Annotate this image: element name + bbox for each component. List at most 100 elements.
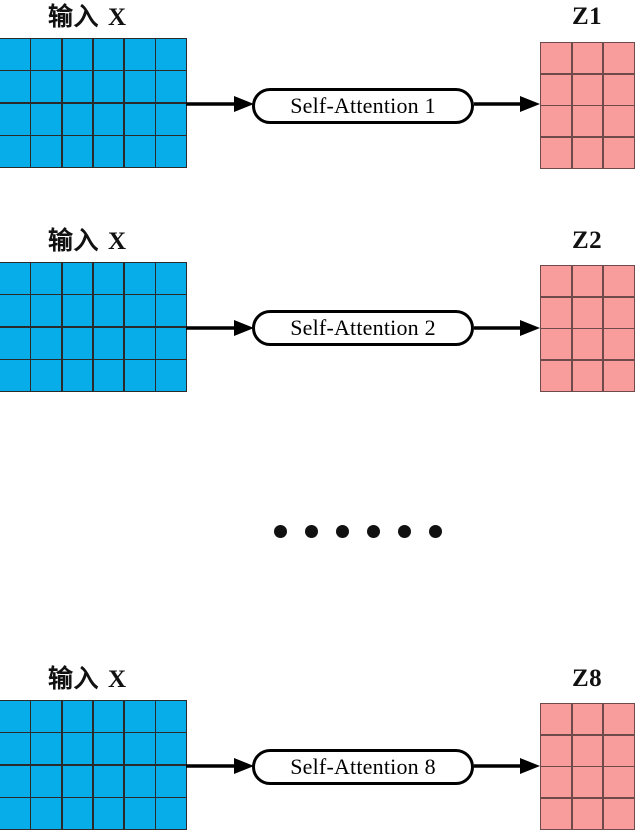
grid-cell — [93, 701, 124, 732]
grid-cell — [125, 327, 155, 359]
grid-cell — [156, 103, 186, 135]
grid-cell — [125, 136, 155, 167]
grid-cell — [31, 733, 61, 765]
grid-cell — [572, 767, 603, 798]
grid-cell — [541, 360, 571, 391]
grid-cell — [31, 360, 61, 391]
self-attention-box-row-2[interactable]: Self-Attention 2 — [252, 310, 474, 346]
input-label-row-1: 输入 X — [48, 4, 127, 30]
grid-cell — [541, 735, 571, 766]
grid-cell — [572, 266, 603, 297]
grid-cell — [31, 263, 61, 294]
arrow-input-to-box-row-1 — [186, 93, 256, 115]
ellipsis-dots — [274, 525, 442, 538]
input-label-cn-row-2: 输入 — [48, 226, 100, 255]
grid-cell — [541, 74, 571, 105]
self-attention-box-row-1[interactable]: Self-Attention 1 — [252, 88, 474, 124]
grid-cell — [62, 39, 93, 70]
grid-cell — [604, 297, 634, 328]
grid-cell — [125, 701, 155, 732]
arrow-box-to-output-row-1 — [474, 93, 542, 115]
grid-cell — [0, 798, 30, 829]
grid-cell — [156, 765, 186, 797]
grid-cell — [572, 297, 603, 328]
grid-cell — [0, 327, 30, 359]
grid-cell — [156, 798, 186, 829]
grid-cell — [0, 136, 30, 167]
output-grid-row-1 — [540, 42, 635, 169]
self-attention-box-label-row-1: Self-Attention 1 — [290, 93, 436, 118]
grid-cell — [541, 43, 571, 74]
input-grid-row-3 — [0, 700, 187, 830]
grid-cell — [93, 263, 124, 294]
grid-cell — [572, 735, 603, 766]
grid-cell — [62, 733, 93, 765]
input-label-var-row-3: X — [108, 666, 127, 693]
grid-cell — [0, 701, 30, 732]
input-label-var-row-2: X — [108, 228, 127, 255]
grid-cell — [31, 103, 61, 135]
grid-cell — [0, 733, 30, 765]
grid-cell — [604, 329, 634, 360]
grid-cell — [93, 136, 124, 167]
arrow-input-to-box-row-2 — [186, 317, 256, 339]
self-attention-box-row-3[interactable]: Self-Attention 8 — [252, 749, 474, 785]
ellipsis-dot — [336, 525, 349, 538]
grid-cell — [156, 295, 186, 327]
grid-cell — [541, 137, 571, 168]
grid-cell — [572, 106, 603, 137]
grid-cell — [541, 704, 571, 735]
grid-cell — [0, 103, 30, 135]
grid-cell — [93, 360, 124, 391]
grid-cell — [156, 71, 186, 103]
grid-cell — [93, 798, 124, 829]
grid-cell — [93, 71, 124, 103]
grid-cell — [604, 735, 634, 766]
grid-cell — [156, 701, 186, 732]
input-grid-row-1 — [0, 38, 187, 168]
grid-cell — [156, 327, 186, 359]
grid-cell — [572, 798, 603, 829]
grid-cell — [541, 329, 571, 360]
grid-cell — [62, 701, 93, 732]
grid-cell — [125, 360, 155, 391]
grid-cell — [93, 103, 124, 135]
ellipsis-dot — [274, 525, 287, 538]
grid-cell — [31, 295, 61, 327]
grid-cell — [0, 295, 30, 327]
grid-cell — [125, 39, 155, 70]
grid-cell — [93, 39, 124, 70]
grid-cell — [62, 327, 93, 359]
grid-cell — [62, 263, 93, 294]
grid-cell — [62, 103, 93, 135]
grid-cell — [541, 297, 571, 328]
grid-cell — [156, 733, 186, 765]
grid-cell — [31, 136, 61, 167]
self-attention-box-label-row-2: Self-Attention 2 — [290, 315, 436, 340]
grid-cell — [541, 798, 571, 829]
grid-cell — [572, 74, 603, 105]
input-label-cn-row-1: 输入 — [48, 2, 100, 31]
grid-cell — [541, 767, 571, 798]
arrow-box-to-output-row-2 — [474, 317, 542, 339]
grid-cell — [125, 71, 155, 103]
input-label-var-row-1: X — [108, 4, 127, 31]
grid-cell — [93, 327, 124, 359]
input-label-row-2: 输入 X — [48, 228, 127, 254]
grid-cell — [156, 360, 186, 391]
grid-cell — [62, 295, 93, 327]
grid-cell — [31, 701, 61, 732]
grid-cell — [31, 765, 61, 797]
ellipsis-dot — [367, 525, 380, 538]
grid-cell — [62, 798, 93, 829]
grid-cell — [0, 39, 30, 70]
grid-cell — [572, 360, 603, 391]
grid-cell — [572, 43, 603, 74]
arrow-box-to-output-row-3 — [474, 755, 542, 777]
grid-cell — [125, 295, 155, 327]
grid-cell — [604, 43, 634, 74]
grid-cell — [0, 360, 30, 391]
arrow-input-to-box-row-3 — [186, 755, 256, 777]
grid-cell — [541, 106, 571, 137]
